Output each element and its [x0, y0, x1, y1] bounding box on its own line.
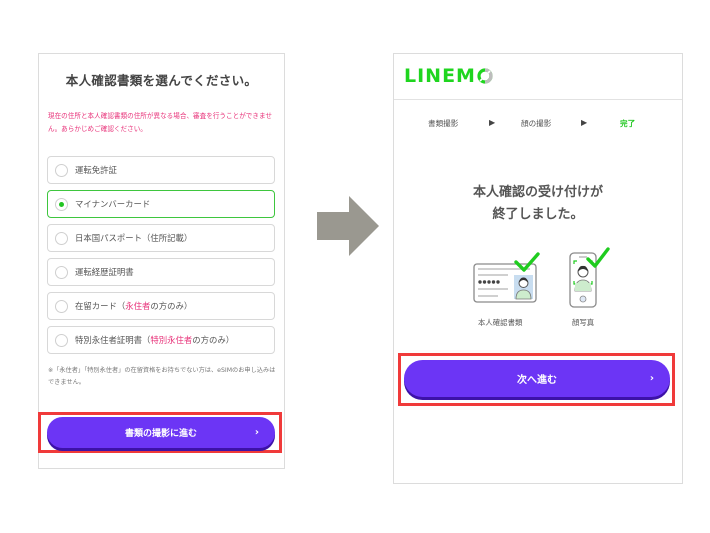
radio-icon[interactable] [55, 231, 68, 245]
id-card-check-icon [473, 252, 540, 303]
label-prefix: 特別永住者証明書（ [75, 335, 151, 345]
right-arrow-icon [317, 196, 379, 256]
chevron-right-icon: › [649, 373, 654, 384]
label-suffix: の方のみ） [192, 335, 235, 345]
progress-steps: 書類撮影 ▶ 顔の撮影 ▶ 完了 [394, 118, 682, 132]
option-label: 日本国パスポート（住所記載） [75, 233, 193, 243]
document-options: 運転免許証 マイナンバーカード 日本国パスポート（住所記載） 運転経歴証明書 在… [47, 156, 275, 360]
option-drivers-license[interactable]: 運転免許証 [47, 156, 275, 184]
step-face-photo: 顔の撮影 [521, 119, 552, 128]
button-label: 次へ進む [517, 375, 557, 386]
chevron-right-icon: › [254, 427, 259, 438]
next-button[interactable]: 次へ進む › [404, 360, 670, 397]
proceed-to-document-photo-button[interactable]: 書類の撮影に進む › [47, 417, 275, 448]
completion-title: 本人確認の受け付けが 終了しました。 [394, 182, 682, 226]
logo-text: LINEM [404, 65, 476, 87]
label-suffix: の方のみ） [150, 301, 193, 311]
completion-screen: LINEM 書類撮影 ▶ 顔の撮影 ▶ 完了 本人確認の受け付けが 終了しました… [393, 53, 683, 484]
option-label: マイナンバーカード [75, 199, 151, 209]
radio-icon[interactable] [55, 333, 68, 347]
label-highlight: 特別永住者 [150, 335, 193, 345]
document-selection-screen: 本人確認書類を選んでください。 現在の住所と本人確認書類の住所が異なる場合、審査… [38, 53, 285, 469]
highlight-box [38, 412, 282, 453]
label-prefix: 在留カード（ [75, 301, 126, 311]
option-residence-card[interactable]: 在留カード（永住者の方のみ） [47, 292, 275, 320]
address-warning: 現在の住所と本人確認書類の住所が異なる場合、審査を行うことができません。あらかじ… [48, 112, 272, 133]
radio-icon[interactable] [55, 163, 68, 177]
option-label: 運転経歴証明書 [75, 267, 134, 277]
illus-caption-face: 顔写真 [572, 318, 595, 327]
radio-selected-icon[interactable] [55, 197, 68, 211]
header-bar: LINEM [394, 54, 682, 100]
option-label: 運転免許証 [75, 165, 117, 175]
radio-icon[interactable] [55, 265, 68, 279]
button-label: 書類の撮影に進む [124, 429, 197, 439]
step-arrow-icon: ▶ [581, 118, 588, 127]
page-title: 本人確認書類を選んでください。 [65, 73, 258, 88]
option-driving-history-certificate[interactable]: 運転経歴証明書 [47, 258, 275, 286]
illus-caption-id: 本人確認書類 [478, 318, 523, 327]
step-complete: 完了 [620, 119, 636, 128]
logo-o-icon [477, 68, 493, 84]
radio-icon[interactable] [55, 299, 68, 313]
option-my-number-card[interactable]: マイナンバーカード [47, 190, 275, 218]
title-line-2: 終了しました。 [492, 207, 584, 222]
highlight-box [398, 353, 675, 406]
step-document-photo: 書類撮影 [428, 119, 459, 128]
title-line-1: 本人確認の受け付けが [472, 185, 603, 200]
option-passport[interactable]: 日本国パスポート（住所記載） [47, 224, 275, 252]
option-special-permanent-resident-certificate[interactable]: 特別永住者証明書（特別永住者の方のみ） [47, 326, 275, 354]
esim-note: ※「永住者」「特別永住者」の在留資格をお持ちでない方は、eSIMのお申し込みはで… [48, 367, 276, 386]
linemo-logo[interactable]: LINEM [404, 65, 493, 87]
phone-face-check-icon [569, 247, 610, 308]
option-label: 特別永住者証明書（特別永住者の方のみ） [75, 334, 234, 346]
option-label: 在留カード（永住者の方のみ） [75, 300, 192, 312]
label-highlight: 永住者 [125, 301, 151, 311]
step-arrow-icon: ▶ [489, 118, 496, 127]
